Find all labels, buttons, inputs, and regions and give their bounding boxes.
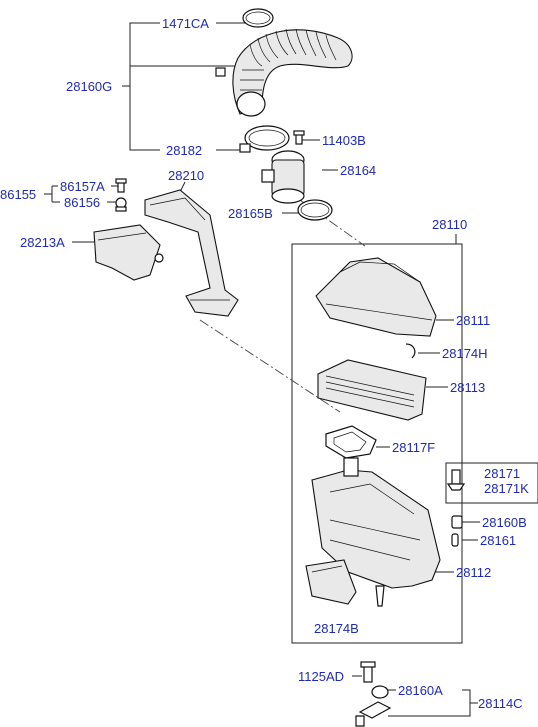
air-cleaner-body bbox=[311, 457, 441, 607]
hose-clip bbox=[405, 343, 416, 359]
label-28112: 28112 bbox=[456, 565, 491, 580]
label-28171k: 28171K bbox=[484, 481, 529, 496]
label-11403b: 11403B bbox=[322, 133, 366, 148]
heat-shield bbox=[93, 224, 164, 281]
hose-clamp-top bbox=[242, 8, 274, 28]
duct-gasket bbox=[325, 425, 377, 459]
label-28160g: 28160G bbox=[66, 79, 112, 94]
label-1471ca: 1471CA bbox=[162, 16, 209, 31]
air-cleaner-cover bbox=[315, 257, 437, 337]
grommet-28160a bbox=[371, 685, 389, 699]
label-28213a: 28213A bbox=[20, 235, 65, 250]
label-86155: 86155 bbox=[0, 187, 36, 202]
part-labels: 1471CA 28160G 28182 11403B 28164 28165B … bbox=[0, 16, 529, 711]
airflow-sensor bbox=[261, 150, 305, 204]
label-28210: 28210 bbox=[168, 168, 204, 183]
label-86156: 86156 bbox=[64, 195, 100, 210]
screw-86157a bbox=[115, 178, 127, 193]
intake-hose bbox=[215, 28, 353, 117]
label-28161: 28161 bbox=[480, 533, 516, 548]
leader-lines bbox=[44, 22, 538, 717]
label-28165b: 28165B bbox=[228, 206, 273, 221]
bracket-28114c bbox=[355, 701, 392, 727]
label-28174h: 28174H bbox=[442, 346, 488, 361]
label-28160a: 28160A bbox=[398, 683, 443, 698]
air-filter-element bbox=[317, 359, 427, 421]
label-28160b: 28160B bbox=[482, 515, 527, 530]
label-28111: 28111 bbox=[456, 313, 490, 328]
pin-28161 bbox=[451, 533, 459, 547]
label-28113: 28113 bbox=[450, 380, 485, 395]
bolt-11403b bbox=[293, 130, 305, 145]
label-1125ad: 1125AD bbox=[298, 669, 344, 684]
label-28171: 28171 bbox=[484, 466, 520, 481]
grommet-28160b bbox=[451, 515, 463, 529]
clip-86156 bbox=[115, 197, 127, 212]
air-duct bbox=[144, 189, 239, 317]
resonator bbox=[305, 559, 357, 605]
label-28117f: 28117F bbox=[392, 440, 435, 455]
label-28174b: 28174B bbox=[314, 621, 359, 636]
label-28182: 28182 bbox=[166, 143, 202, 158]
bolt-1125ad bbox=[360, 661, 376, 683]
o-ring bbox=[297, 199, 333, 221]
label-86157a: 86157A bbox=[60, 179, 105, 194]
hose-clamp-lower bbox=[239, 125, 290, 153]
label-28164: 28164 bbox=[340, 163, 376, 178]
bolt-28171 bbox=[446, 469, 466, 491]
label-28114c: 28114C bbox=[478, 696, 523, 711]
label-28110: 28110 bbox=[432, 217, 467, 232]
